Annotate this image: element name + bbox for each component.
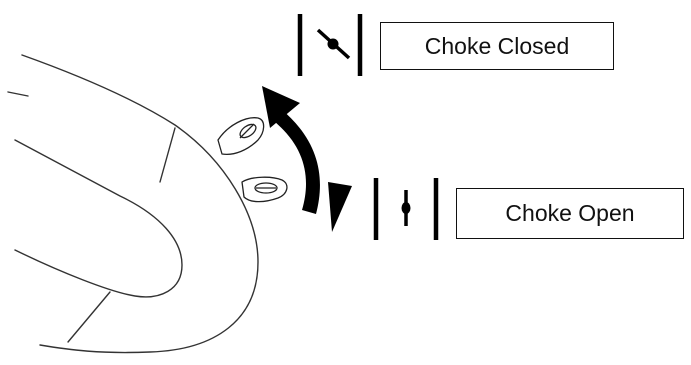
choke-open-label: Choke Open — [505, 200, 635, 226]
choke-closed-icon — [297, 14, 363, 76]
choke-closed-label-box: Choke Closed — [380, 22, 614, 70]
choke-closed-label: Choke Closed — [424, 32, 570, 59]
choke-open-label-box: Choke Open — [456, 188, 684, 239]
handle-body — [7, 54, 259, 354]
choke-open-icon — [373, 178, 439, 240]
double-arrow-icon — [262, 86, 352, 232]
choke-lever — [217, 117, 288, 203]
